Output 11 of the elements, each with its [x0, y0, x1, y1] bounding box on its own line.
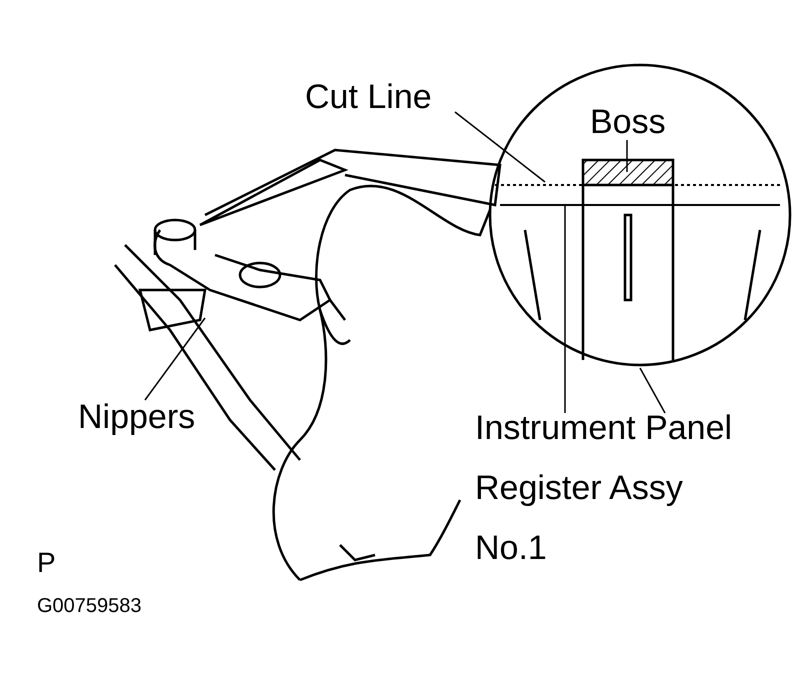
view-letter: P — [37, 546, 56, 580]
leader-line — [626, 140, 628, 172]
part-label: Boss — [590, 92, 666, 152]
leader-line — [639, 368, 666, 414]
leader-line — [144, 318, 206, 400]
figure-code: G00759583 — [37, 594, 142, 619]
leader-line — [454, 111, 546, 183]
leader-line — [564, 205, 566, 413]
part-label: Instrument Panel Register Assy No.1 — [475, 398, 760, 578]
part-label: Cut Line — [305, 67, 432, 127]
part-label: Nippers — [78, 387, 196, 447]
